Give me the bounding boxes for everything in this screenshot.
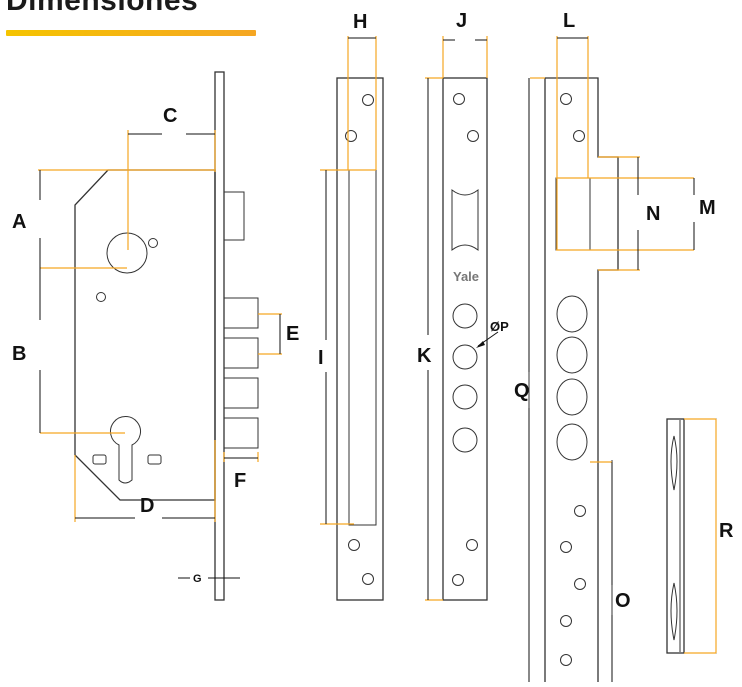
striker-dimensions bbox=[684, 418, 717, 654]
extended-dimensions bbox=[528, 36, 695, 682]
label-h: H bbox=[353, 11, 367, 33]
bolt-hole bbox=[556, 378, 588, 416]
label-m: M bbox=[699, 197, 716, 219]
label-d: D bbox=[140, 495, 154, 517]
label-q: Q bbox=[514, 380, 530, 402]
label-i: I bbox=[318, 347, 324, 369]
screw-hole bbox=[348, 539, 360, 551]
screw-hole bbox=[362, 94, 374, 106]
strike-plate bbox=[336, 77, 384, 601]
striker-back bbox=[683, 418, 717, 654]
label-o: O bbox=[615, 590, 631, 612]
screw-hole bbox=[573, 130, 585, 142]
screw-hole bbox=[362, 573, 374, 585]
small-striker bbox=[666, 418, 717, 654]
strike-plate-outline bbox=[336, 77, 384, 601]
lock-case-outline bbox=[74, 169, 216, 501]
label-j: J bbox=[456, 10, 467, 32]
slot-hole bbox=[147, 454, 162, 465]
label-c: C bbox=[163, 105, 177, 127]
lock-dimension-lines bbox=[39, 133, 281, 579]
label-k: K bbox=[417, 345, 432, 367]
strike-plate-pocket bbox=[348, 169, 377, 526]
extended-faceplate bbox=[528, 77, 619, 682]
cylinder-hole bbox=[110, 415, 141, 484]
screw-hole bbox=[345, 130, 357, 142]
label-g: G bbox=[193, 573, 202, 585]
faceplate-outline bbox=[442, 77, 488, 601]
lock-reference-lines bbox=[38, 130, 282, 522]
bolt-hole bbox=[452, 427, 478, 453]
screw-hole bbox=[574, 505, 586, 517]
deadbolt-1 bbox=[223, 297, 259, 329]
label-r: R bbox=[719, 520, 734, 542]
deadbolt-2 bbox=[223, 337, 259, 369]
striker-outline bbox=[666, 418, 685, 654]
screw-hole bbox=[560, 654, 572, 666]
title-underline bbox=[6, 30, 256, 36]
brand-logo-text: Yale bbox=[453, 269, 479, 284]
latch-slot bbox=[451, 188, 479, 252]
bolt-hole bbox=[452, 344, 478, 370]
faceplate: Yale bbox=[442, 77, 488, 601]
label-l: L bbox=[563, 10, 575, 32]
label-b: B bbox=[12, 343, 26, 365]
deadbolt-3 bbox=[223, 377, 259, 409]
latch-bolt bbox=[223, 191, 245, 241]
faceplate-dimensions bbox=[425, 36, 499, 601]
lock-body bbox=[74, 71, 259, 601]
screw-hole bbox=[560, 93, 572, 105]
screw-hole bbox=[466, 539, 478, 551]
bolt-hole bbox=[556, 336, 588, 374]
latch-opening bbox=[555, 177, 591, 251]
label-f: F bbox=[234, 470, 246, 492]
screw-hole bbox=[148, 238, 158, 248]
screw-hole bbox=[453, 93, 465, 105]
bolt-hole bbox=[556, 423, 588, 461]
slot-hole bbox=[92, 454, 107, 465]
strike-dimensions bbox=[320, 36, 377, 525]
screw-hole bbox=[467, 130, 479, 142]
page-title: Dimensiones bbox=[6, 0, 199, 17]
label-a: A bbox=[12, 211, 26, 233]
label-p: ØP bbox=[490, 319, 509, 334]
striker-slot bbox=[670, 582, 678, 641]
screw-hole bbox=[574, 578, 586, 590]
deadbolt-4 bbox=[223, 417, 259, 449]
lock-faceplate bbox=[214, 71, 225, 601]
extended-faceplate-outline bbox=[545, 77, 619, 682]
handle-hole bbox=[106, 232, 148, 274]
screw-hole bbox=[560, 615, 572, 627]
label-n: N bbox=[646, 203, 660, 225]
screw-hole bbox=[560, 541, 572, 553]
striker-slot bbox=[670, 435, 678, 491]
bolt-hole bbox=[452, 384, 478, 410]
bolt-hole bbox=[452, 303, 478, 329]
bolt-hole bbox=[556, 295, 588, 333]
label-e: E bbox=[286, 323, 299, 345]
screw-hole bbox=[96, 292, 106, 302]
screw-hole bbox=[452, 574, 464, 586]
